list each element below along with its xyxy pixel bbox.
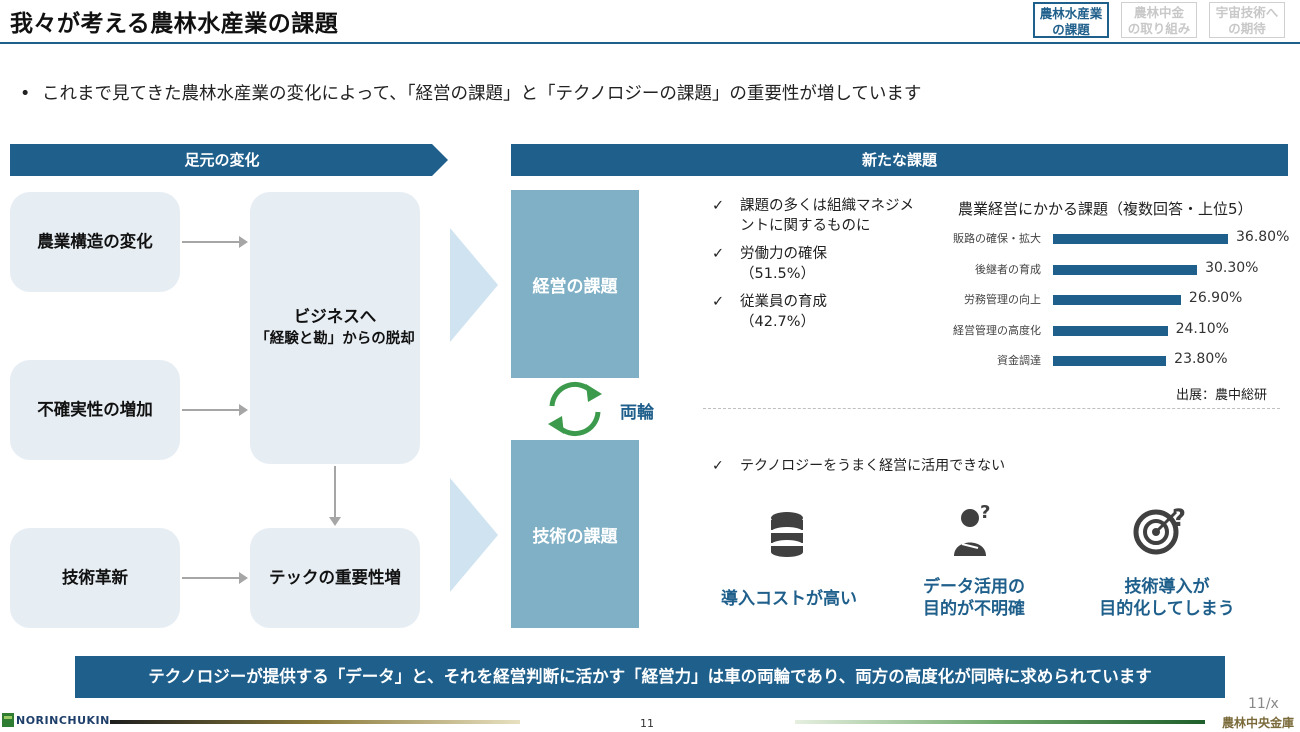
chevron-right-icon <box>450 228 498 342</box>
person-question-icon: ? <box>954 502 990 556</box>
bar-value-label: 24.10% <box>1175 320 1229 337</box>
box-tech-innovation: 技術革新 <box>10 528 180 628</box>
bar <box>1053 264 1198 275</box>
check-text: （51.5%） <box>740 266 816 282</box>
company-logo: NORINCHUKIN <box>16 714 110 727</box>
tab-label-line2: の課題 <box>1052 22 1090 37</box>
footer-rule-left <box>110 720 520 724</box>
section-divider <box>703 408 1280 409</box>
tab-label-line2: の期待 <box>1228 21 1266 36</box>
check-text: テクノロジーをうまく経営に活用できない <box>740 458 1006 474</box>
page-of-indicator: 11/x <box>1248 696 1279 712</box>
check-text: 労働力の確保 <box>740 246 827 262</box>
issue-line1: 導入コストが高い <box>721 589 857 609</box>
tab-agri-issues[interactable]: 農林水産業 の課題 <box>1033 2 1109 38</box>
bar <box>1053 325 1168 336</box>
arrow-down <box>329 466 341 526</box>
issue-data-purpose: データ活用の 目的が不明確 <box>884 576 1064 620</box>
left-heading-text: 足元の変化 <box>184 151 259 169</box>
arrow-right <box>182 404 248 416</box>
bar-category-label: 経営管理の高度化 <box>953 323 1041 337</box>
issue-cost: 導入コストが高い <box>699 588 879 610</box>
chart-source: 出展：農中総研 <box>1176 388 1268 403</box>
intro-bullet: • これまで見てきた農林水産業の変化によって、「経営の課題」と「テクノロジーの課題… <box>20 80 921 105</box>
page-title: 我々が考える農林水産業の課題 <box>10 11 339 37</box>
title-divider <box>0 42 1300 44</box>
bar-value-label: 23.80% <box>1174 351 1228 367</box>
check-item: ✓ 従業員の育成 （42.7%） <box>712 292 827 332</box>
check-text: （42.7%） <box>740 314 816 330</box>
check-icon: ✓ <box>712 294 725 310</box>
business-line2: 「経験と勘」からの脱却 <box>255 331 415 347</box>
bottom-banner: テクノロジーが提供する「データ」と、それを経営判断に活かす「経営力」は車の両輪で… <box>75 656 1225 698</box>
check-item: ✓ 労働力の確保 （51.5%） <box>712 244 827 284</box>
box-structure-change: 農業構造の変化 <box>10 192 180 292</box>
bar <box>1053 234 1228 244</box>
tab-label-line2: の取り組み <box>1127 21 1191 36</box>
tab-label-line1: 農林中金 <box>1133 5 1184 20</box>
chevron-right-icon <box>450 478 498 592</box>
logo-icon <box>2 713 14 727</box>
check-text: 従業員の育成 <box>740 294 827 310</box>
box-management-issue: 経営の課題 <box>511 190 639 378</box>
page-number: 11 <box>640 717 654 730</box>
bar <box>1053 356 1167 366</box>
cycle-arrows-icon <box>548 381 602 437</box>
check-icon: ✓ <box>712 198 725 214</box>
tab-label-line1: 宇宙技術へ <box>1215 5 1279 20</box>
check-icon: ✓ <box>712 246 725 262</box>
left-heading-banner: 足元の変化 <box>10 144 448 176</box>
chart-title: 農業経営にかかる課題（複数回答・上位5） <box>958 200 1253 218</box>
bar-value-label: 26.90% <box>1188 290 1243 306</box>
issue-line1: データ活用の <box>923 577 1025 597</box>
arrow-right <box>182 572 248 584</box>
bar-category-label: 後継者の育成 <box>975 262 1041 276</box>
tab-label-line1: 農林水産業 <box>1039 6 1103 21</box>
box-business: ビジネスへ 「経験と勘」からの脱却 <box>250 192 420 464</box>
check-text: ントに関するものに <box>740 218 871 234</box>
check-icon: ✓ <box>712 458 724 474</box>
tab-norinchukin-efforts[interactable]: 農林中金 の取り組み <box>1121 2 1197 38</box>
both-wheels-label: 両輪 <box>620 403 654 423</box>
bar <box>1053 295 1181 305</box>
check-item: ✓ 課題の多くは組織マネジメ ントに関するものに <box>712 196 914 236</box>
tab-space-tech[interactable]: 宇宙技術へ の期待 <box>1209 2 1285 38</box>
issue-line2: 目的が不明確 <box>923 599 1025 619</box>
check-text: 課題の多くは組織マネジメ <box>740 198 914 214</box>
box-uncertainty: 不確実性の増加 <box>10 360 180 460</box>
box-technology-issue: 技術の課題 <box>511 440 639 628</box>
bullet-dot: • <box>20 84 31 104</box>
bar-category-label: 販路の確保・拡大 <box>953 232 1041 245</box>
issue-line2: 目的化してしまう <box>1099 599 1235 619</box>
right-heading-banner: 新たな課題 <box>511 144 1288 176</box>
svg-text:?: ? <box>980 502 990 523</box>
bar-category-label: 資金調達 <box>997 354 1041 367</box>
arrow-right <box>182 236 248 248</box>
database-icon <box>771 512 803 557</box>
bar-category-label: 労務管理の向上 <box>964 293 1041 306</box>
footer-rule-right <box>795 720 1205 724</box>
bar-value-label: 36.80% <box>1236 229 1290 245</box>
issue-tech-goal: 技術導入が 目的化してしまう <box>1077 576 1257 620</box>
box-tech-importance: テックの重要性増 <box>250 528 420 628</box>
bar-value-label: 30.30% <box>1205 259 1259 276</box>
intro-text: これまで見てきた農林水産業の変化によって、「経営の課題」と「テクノロジーの課題」… <box>42 84 922 104</box>
target-question-icon: ? <box>1133 504 1186 555</box>
issue-line1: 技術導入が <box>1124 577 1210 597</box>
svg-text:?: ? <box>1172 504 1186 532</box>
business-line1: ビジネスへ <box>293 307 377 326</box>
bar-chart: 販路の確保・拡大 36.80% 後継者の育成 30.30% 労務管理の向上 26.90% 経… <box>905 229 1300 382</box>
tech-check-item: ✓ テクノロジーをうまく経営に活用できない <box>712 456 1005 476</box>
company-logo-jp: 農林中央金庫 <box>1222 716 1295 730</box>
